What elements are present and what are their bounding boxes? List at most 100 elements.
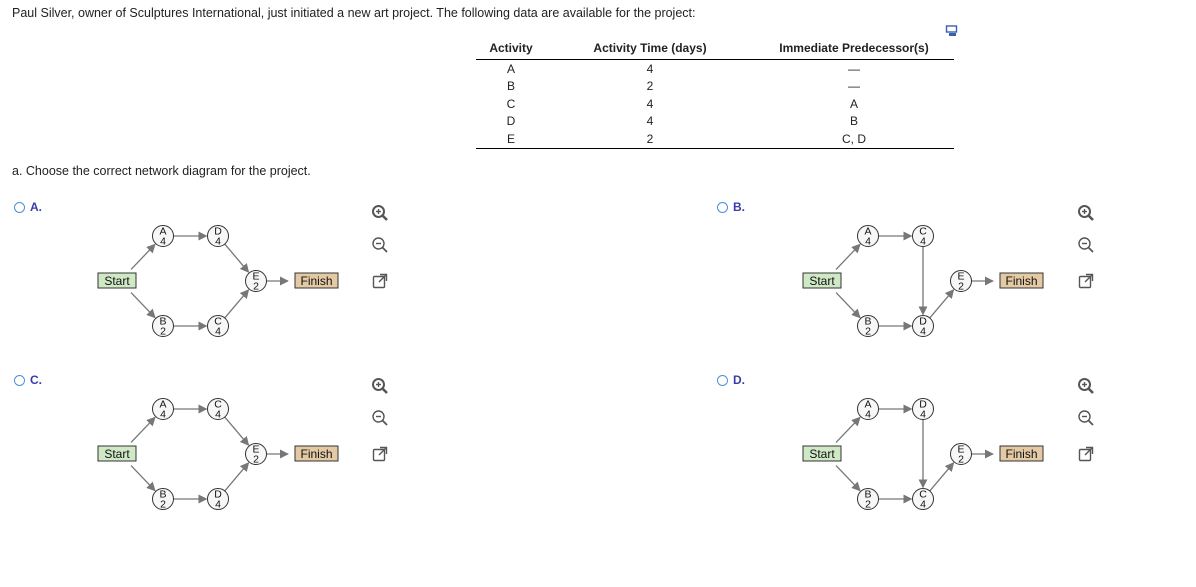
activity-duration: 2 [958, 281, 964, 293]
radio-button[interactable] [14, 201, 25, 213]
edge-start-bot1 [835, 292, 861, 319]
activity-duration: 4 [865, 409, 871, 421]
zoom-in-icon[interactable] [371, 377, 389, 395]
activity-node-c: C4 [207, 315, 229, 338]
cell-predecessor: — [848, 79, 860, 94]
activity-node-d: D4 [207, 488, 229, 511]
cell-activity: C [506, 96, 516, 111]
radio-button[interactable] [717, 201, 728, 213]
edge-start-bot1 [130, 465, 156, 492]
activity-letter: B [864, 489, 871, 501]
cell-predecessor: C, D [754, 130, 954, 149]
activity-duration: 2 [160, 499, 166, 511]
activity-letter: C [214, 316, 222, 328]
activity-duration: 4 [160, 409, 166, 421]
cell-activity: B [506, 79, 515, 94]
option-b[interactable]: B. [717, 200, 745, 214]
activity-duration: 4 [215, 326, 221, 338]
zoom-in-icon[interactable] [371, 204, 389, 222]
activity-letter: E [957, 271, 964, 283]
activity-duration: 4 [215, 409, 221, 421]
activity-duration: 2 [160, 326, 166, 338]
option-d[interactable]: D. [717, 373, 745, 387]
copy-icon[interactable] [945, 24, 959, 38]
finish-label: Finish [300, 274, 332, 288]
open-new-window-icon[interactable] [371, 272, 389, 290]
header-activity: Activity [476, 38, 546, 60]
option-c[interactable]: C. [14, 373, 42, 387]
start-label: Start [104, 447, 130, 461]
finish-node: Finish [294, 272, 339, 289]
activity-node-d: D4 [207, 225, 229, 248]
zoom-out-icon[interactable] [371, 236, 389, 254]
open-new-window-icon[interactable] [1077, 272, 1095, 290]
open-new-window-icon[interactable] [1077, 445, 1095, 463]
finish-label: Finish [300, 447, 332, 461]
start-node: Start [802, 445, 842, 462]
header-predecessors: Immediate Predecessor(s) [754, 38, 954, 60]
option-label: B. [733, 200, 745, 214]
option-label: A. [30, 200, 42, 214]
activity-duration: 4 [160, 236, 166, 248]
zoom-out-icon[interactable] [1077, 236, 1095, 254]
activity-letter: A [159, 226, 166, 238]
zoom-out-icon[interactable] [371, 409, 389, 427]
activity-node-e: E2 [245, 270, 267, 293]
radio-button[interactable] [717, 374, 728, 386]
option-label: C. [30, 373, 42, 387]
table-row: C 4 A [476, 95, 954, 113]
open-new-window-icon[interactable] [371, 445, 389, 463]
finish-label: Finish [1005, 447, 1037, 461]
cell-activity: E [476, 130, 546, 149]
activity-node-c: C4 [912, 488, 934, 511]
activity-letter: E [957, 444, 964, 456]
edge-start-top1 [130, 243, 156, 270]
cell-predecessor: B [849, 114, 858, 129]
activity-letter: A [159, 399, 166, 411]
cell-time: 2 [646, 79, 654, 94]
activity-duration: 4 [920, 409, 926, 421]
activity-node-a: A4 [857, 398, 879, 421]
activity-node-b: B2 [152, 315, 174, 338]
activity-node-a: A4 [857, 225, 879, 248]
table-row: B 2 — [476, 78, 954, 96]
activity-letter: E [252, 271, 259, 283]
activity-letter: D [919, 399, 927, 411]
cell-predecessor: A [849, 96, 858, 111]
zoom-in-icon[interactable] [1077, 204, 1095, 222]
activity-letter: D [214, 489, 222, 501]
activity-letter: A [864, 399, 871, 411]
activity-letter: B [159, 489, 166, 501]
finish-node: Finish [294, 445, 339, 462]
cell-time: 4 [646, 61, 654, 76]
cell-time: 4 [646, 96, 654, 111]
activity-node-d: D4 [912, 315, 934, 338]
radio-button[interactable] [14, 374, 25, 386]
start-node: Start [97, 272, 137, 289]
finish-node: Finish [999, 445, 1044, 462]
activity-duration: 4 [920, 326, 926, 338]
edge-bot2-end [224, 289, 250, 319]
activity-table: Activity Activity Time (days) Immediate … [476, 38, 954, 149]
option-label: D. [733, 373, 745, 387]
zoom-in-icon[interactable] [1077, 377, 1095, 395]
activity-node-b: B2 [152, 488, 174, 511]
finish-label: Finish [1005, 274, 1037, 288]
activity-letter: E [252, 444, 259, 456]
option-a[interactable]: A. [14, 200, 42, 214]
activity-letter: D [214, 226, 222, 238]
start-node: Start [802, 272, 842, 289]
activity-duration: 2 [253, 454, 259, 466]
activity-duration: 2 [865, 499, 871, 511]
zoom-out-icon[interactable] [1077, 409, 1095, 427]
edge-start-bot1 [130, 292, 156, 319]
activity-node-a: A4 [152, 398, 174, 421]
activity-letter: A [864, 226, 871, 238]
activity-duration: 2 [253, 281, 259, 293]
table-row: A 4 — [476, 60, 954, 78]
activity-node-b: B2 [857, 488, 879, 511]
edge-start-top1 [835, 243, 861, 270]
